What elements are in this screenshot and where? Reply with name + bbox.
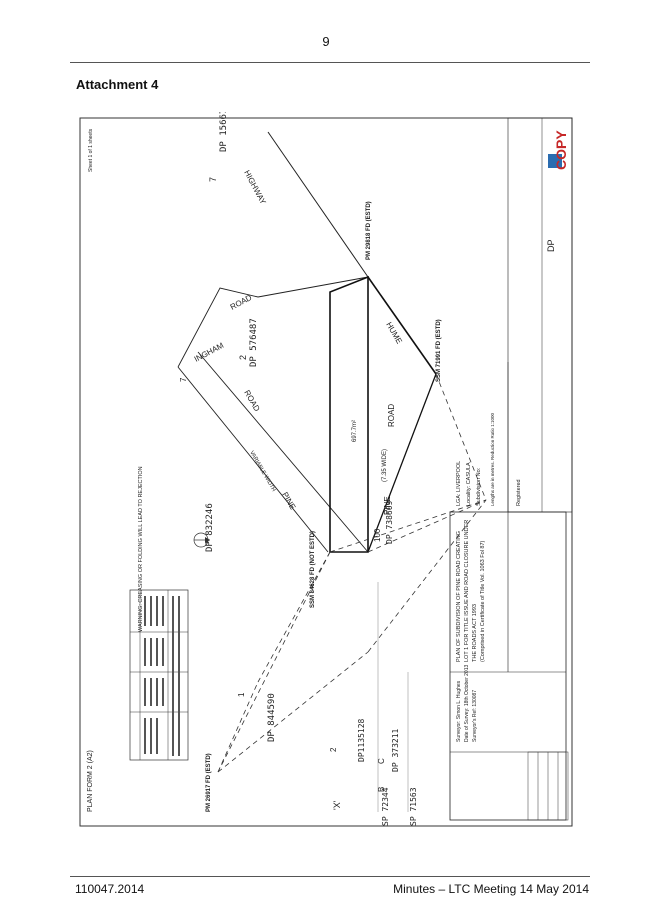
lot-area: 697.7m² <box>352 420 358 442</box>
road-highway: HIGHWAY <box>242 169 268 207</box>
lot-1-boundary <box>329 275 369 553</box>
header-rule <box>70 62 590 63</box>
pine-road-line-a <box>177 366 329 553</box>
lot-dp-738609: DP 738609 <box>385 500 394 544</box>
sheet-label: Sheet 1 of 1 sheets <box>88 128 94 172</box>
lot-1-label: 1 <box>237 692 246 697</box>
locality-label: Locality: CASULA <box>466 462 472 506</box>
lot-sp-71563: SP 71563 <box>409 787 418 826</box>
road-pine-lower: PINE <box>383 496 392 515</box>
road-ingham: INGHAM <box>193 341 226 364</box>
plan-title-1: PLAN OF SUBDIVISION OF PINE ROAD CREATIN… <box>456 531 462 662</box>
road-ingham-road: ROAD <box>229 293 254 312</box>
lengths-note: Lengths are in metres. Reduction Ratio 1… <box>490 412 495 506</box>
lot-7-top: 7 <box>208 177 218 182</box>
road-road-lower: ROAD <box>387 404 396 427</box>
lot-dp-576487: DP 576487 <box>249 318 259 367</box>
lot-dp-1135128: DP1135128 <box>357 718 366 762</box>
dp-label: DP <box>546 239 556 252</box>
lot-2-lower: 2 <box>329 747 338 752</box>
footer-reference: 110047.2014 <box>75 882 145 896</box>
ingham-frontage <box>257 276 369 298</box>
plan-border <box>79 117 573 827</box>
plan-title-2: LOT 1 FOR TITLE ISSUE AND ROAD CLOSURE U… <box>464 520 470 662</box>
plan-warning: WARNING: CREASING OR FOLDING WILL LEAD T… <box>138 466 144 632</box>
scale-bar <box>527 751 569 821</box>
registered-label: Registered <box>516 479 522 506</box>
north-arrow-icon <box>193 532 210 548</box>
road-variable-width: VARIABLE WIDTH <box>248 450 276 493</box>
lot-c: C <box>377 758 386 764</box>
plan-title-4: (Comprised in Certificate of Title Vol. … <box>480 540 486 662</box>
ingham-road-line <box>177 287 259 368</box>
title-block <box>449 117 573 821</box>
pine-road-line-b <box>197 351 369 553</box>
survey-plan-drawing: PLAN FORM 2 (A2) WARNING: CREASING OR FO… <box>79 109 573 827</box>
lot-dp-844590: DP 844590 <box>267 693 277 742</box>
page-number: 9 <box>322 34 330 49</box>
lot-dp-832246: DP 832246 <box>205 503 215 552</box>
lot-x: 'X' <box>332 800 342 810</box>
plan-title-3: THE ROADS ACT 1993 <box>472 604 478 662</box>
lot-b: B <box>377 787 386 792</box>
mark-pm-29818: PM 29818 FD (ESTD) <box>366 201 372 260</box>
survey-plan: PLAN FORM 2 (A2) WARNING: CREASING OR FO… <box>68 109 580 832</box>
lot-2: 2 <box>238 355 248 360</box>
coordinate-table <box>129 589 189 761</box>
copy-stamp-text: COPY <box>553 130 569 170</box>
attachment-title: Attachment 4 <box>76 77 159 92</box>
mark-ssm-71991: SSM 71991 FD (ESTD) <box>436 319 442 382</box>
mark-pm-26917: PM 26917 FD (ESTD) <box>206 753 212 812</box>
road-width: (7.35 WIDE) <box>382 449 388 482</box>
survey-date: Date of Survey: 18th October 2013 <box>464 665 470 742</box>
road-road-left: ROAD <box>242 389 261 414</box>
lot-dp-15667: DP 15667 <box>219 112 229 152</box>
lot-dp-373211: DP 373211 <box>391 728 400 772</box>
surveyor-name: Surveyor: Simon L. Hughes <box>456 680 462 742</box>
highway-boundary <box>267 131 369 278</box>
lot-1-frontage <box>367 276 437 375</box>
mark-ssm-84628: SSM 84628 FD (NOT ESTD) <box>310 531 316 608</box>
lot-7-mid: 7 <box>179 377 188 382</box>
lot-sp-72344: SP 72344 <box>381 787 390 826</box>
plan-form-label: PLAN FORM 2 (A2) <box>87 750 94 812</box>
footer-meeting: Minutes – LTC Meeting 14 May 2014 <box>393 882 589 896</box>
surveyor-ref: Surveyor's Ref: 130087 <box>472 690 478 742</box>
footer-rule <box>70 876 590 877</box>
subdivision-label: Subdivision No: <box>476 467 482 506</box>
dashed-traverse-lines <box>217 373 487 773</box>
lga-label: LGA: LIVERPOOL <box>456 461 462 506</box>
copy-stamp: COPY <box>548 130 569 170</box>
lot-100: 100 <box>373 528 382 542</box>
lot-1-east <box>367 373 437 553</box>
road-pine-left: PINE <box>280 491 297 512</box>
